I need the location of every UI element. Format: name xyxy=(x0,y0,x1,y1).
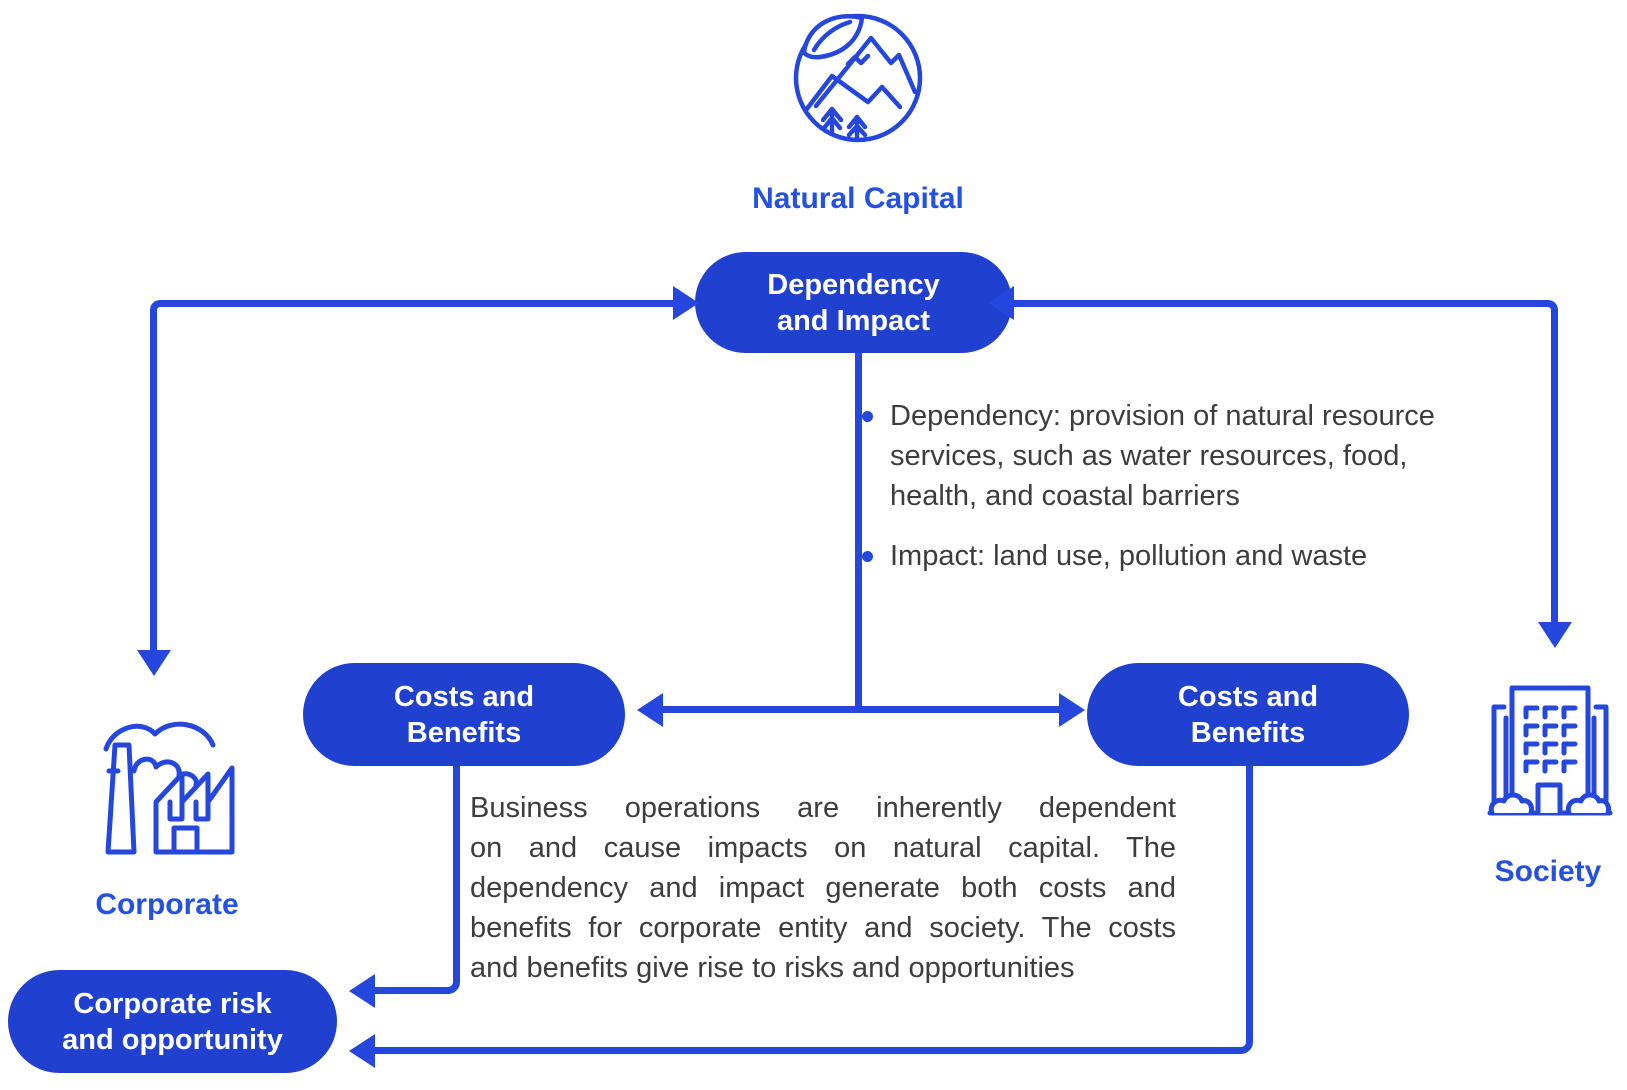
costs-benefits-left-line1: Costs and xyxy=(393,680,535,713)
arrow-corporate-dependency-path xyxy=(150,300,675,650)
natural-capital-label: Natural Capital xyxy=(752,182,964,215)
arrow-costs-right-to-risk-path xyxy=(371,766,1253,1054)
paragraph-line: on and cause impacts on natural capital.… xyxy=(470,832,1176,864)
arrow-costs-left-to-risk-path xyxy=(371,766,460,994)
office-building-icon xyxy=(1484,680,1616,820)
dependency-impact-line2: and Impact xyxy=(776,304,931,337)
bullet-line: Impact: land use, pollution and waste xyxy=(890,540,1368,572)
corporate-risk-line2: and opportunity xyxy=(62,1023,283,1056)
costs-benefits-description: Business operations are inherently depen… xyxy=(470,788,1176,988)
bullet-line: services, such as water resources, food, xyxy=(890,440,1408,472)
paragraph-line: benefits for corporate entity and societ… xyxy=(470,912,1176,944)
arrowhead-to-society xyxy=(1538,622,1572,648)
paragraph-line: and benefits give rise to risks and oppo… xyxy=(470,952,1075,984)
arrowhead-into-costs-right xyxy=(1059,693,1085,727)
bullet-text: Impact: land use, pollution and waste xyxy=(890,536,1367,576)
costs-benefits-left-node: Costs and Benefits xyxy=(303,663,625,766)
arrowhead-into-dependency-left xyxy=(673,286,699,320)
bullet-dot-icon xyxy=(862,551,873,562)
connector-costs-horizontal xyxy=(657,706,1061,713)
list-item: Dependency: provision of natural resourc… xyxy=(862,396,1522,516)
dependency-impact-node: Dependency and Impact xyxy=(695,252,1012,353)
costs-benefits-left-line2: Benefits xyxy=(406,716,522,749)
arrowhead-into-costs-left xyxy=(637,693,663,727)
mountain-landscape-icon xyxy=(788,8,928,148)
bullet-text: Dependency: provision of natural resourc… xyxy=(890,396,1435,516)
paragraph-line: Business operations are inherently depen… xyxy=(470,792,1176,824)
bullet-line: Dependency: provision of natural resourc… xyxy=(890,400,1435,432)
dependency-impact-line1: Dependency xyxy=(767,268,940,301)
corporate-risk-line1: Corporate risk xyxy=(73,987,272,1020)
corporate-label: Corporate xyxy=(95,888,239,921)
bullet-line: health, and coastal barriers xyxy=(890,480,1240,512)
list-item: Impact: land use, pollution and waste xyxy=(862,536,1522,576)
arrowhead-to-corporate xyxy=(137,650,171,676)
arrow-society-dependency-path xyxy=(1012,300,1558,622)
arrowhead-into-risk-top xyxy=(349,974,375,1008)
costs-benefits-right-node: Costs and Benefits xyxy=(1087,663,1409,766)
bullet-dot-icon xyxy=(862,411,873,422)
dependency-impact-notes: Dependency: provision of natural resourc… xyxy=(862,396,1522,576)
corporate-risk-node: Corporate risk and opportunity xyxy=(8,970,337,1073)
arrowhead-into-risk-bottom xyxy=(349,1034,375,1068)
connector-dependency-down xyxy=(855,353,862,709)
arrowhead-into-dependency-right xyxy=(988,286,1014,320)
costs-benefits-right-line1: Costs and xyxy=(1177,680,1319,713)
costs-benefits-right-line2: Benefits xyxy=(1190,716,1306,749)
society-label: Society xyxy=(1494,855,1602,888)
paragraph-line: dependency and impact generate both cost… xyxy=(470,872,1176,904)
factory-icon xyxy=(96,712,236,857)
